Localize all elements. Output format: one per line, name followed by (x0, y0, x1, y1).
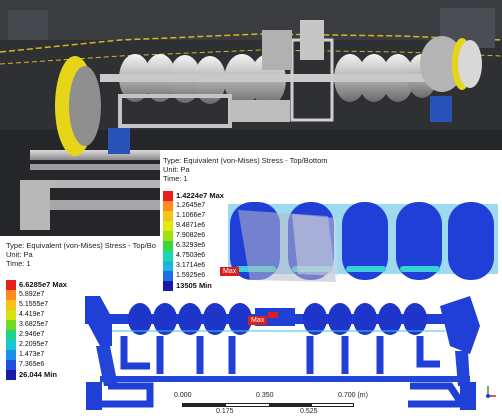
assembly-stress-model (85, 296, 496, 410)
legend-label: 2.946e7 (19, 331, 45, 338)
legend-swatch (6, 280, 16, 290)
legend-swatch (6, 300, 16, 310)
legend-swatch (163, 251, 173, 261)
result-title: Type: Equivalent (von-Mises) Stress - To… (6, 241, 156, 250)
stress-legend-top: 1.4224e7 Max 1.2645e7 1.1066e7 9.4871e6 7.90… (163, 191, 243, 291)
legend-swatch (6, 370, 16, 380)
legend-label: 13505 Min (176, 281, 212, 290)
result-unit: Unit: Pa (163, 165, 190, 174)
scale-tick-525: 0.525 (300, 408, 318, 415)
result-info-top: Type: Equivalent (von-Mises) Stress - To… (163, 156, 413, 183)
legend-label: 9.4871e6 (176, 222, 206, 229)
legend-swatch (163, 231, 173, 241)
legend-swatch (6, 330, 16, 340)
result-time: Time: 1 (6, 259, 31, 268)
legend-swatch (6, 350, 16, 360)
legend-label: 5.892e7 (19, 291, 45, 298)
legend-label: 3.1714e6 (176, 262, 206, 269)
legend-swatch (163, 211, 173, 221)
scale-tick-700: 0.700 (m) (338, 392, 368, 399)
legend-label: 5.1555e7 (19, 301, 49, 308)
legend-swatch (6, 360, 16, 370)
legend-label: 6.6285e7 Max (19, 280, 67, 289)
legend-swatch (6, 310, 16, 320)
result-info-bottom: Type: Equivalent (von-Mises) Stress - To… (6, 241, 166, 268)
cavity-photo (0, 0, 502, 238)
legend-label: 2.2095e7 (19, 341, 49, 348)
legend-label: 1.2645e7 (176, 202, 206, 209)
result-title: Type: Equivalent (von-Mises) Stress - To… (163, 156, 328, 165)
legend-swatch (163, 241, 173, 251)
result-unit: Unit: Pa (6, 250, 33, 259)
legend-label: 1.4224e7 Max (176, 191, 224, 200)
legend-label: 3.6825e7 (19, 321, 49, 328)
scale-tick-0: 0.000 (174, 392, 192, 399)
scale-tick-350: 0.350 (256, 392, 274, 399)
legend-swatch (163, 201, 173, 211)
legend-label: 26.044 Min (19, 370, 57, 379)
result-time: Time: 1 (163, 174, 188, 183)
legend-swatch (163, 191, 173, 201)
cells-stress-model (228, 202, 498, 282)
legend-label: 4.419e7 (19, 311, 45, 318)
stress-legend-bottom: 6.6285e7 Max 5.892e7 5.1555e7 4.419e7 3.6825… (6, 280, 86, 380)
legend-swatch (163, 261, 173, 271)
max-stress-tag-top: Max (220, 267, 240, 276)
legend-swatch (6, 340, 16, 350)
legend-swatch (163, 281, 173, 291)
scale-bar-graphic (182, 403, 354, 407)
scale-tick-175: 0.175 (216, 408, 234, 415)
legend-swatch (163, 221, 173, 231)
legend-label: 7.9082e6 (176, 232, 206, 239)
legend-swatch (163, 271, 173, 281)
legend-swatch (6, 320, 16, 330)
max-stress-tag-bottom: Max (248, 316, 268, 325)
legend-label: 7.365e6 (19, 361, 45, 368)
legend-label: 4.7503e6 (176, 252, 206, 259)
legend-label: 1.1066e7 (176, 212, 206, 219)
cavity-photo-illustration (0, 0, 502, 230)
legend-label: 1.473e7 (19, 351, 45, 358)
legend-label: 1.5925e6 (176, 272, 206, 279)
scale-bar: 0.000 0.350 0.700 (m) 0.175 0.525 (168, 392, 368, 416)
legend-swatch (6, 290, 16, 300)
fea-view-cells[interactable]: Max (160, 150, 502, 290)
legend-label: 6.3293e6 (176, 242, 206, 249)
